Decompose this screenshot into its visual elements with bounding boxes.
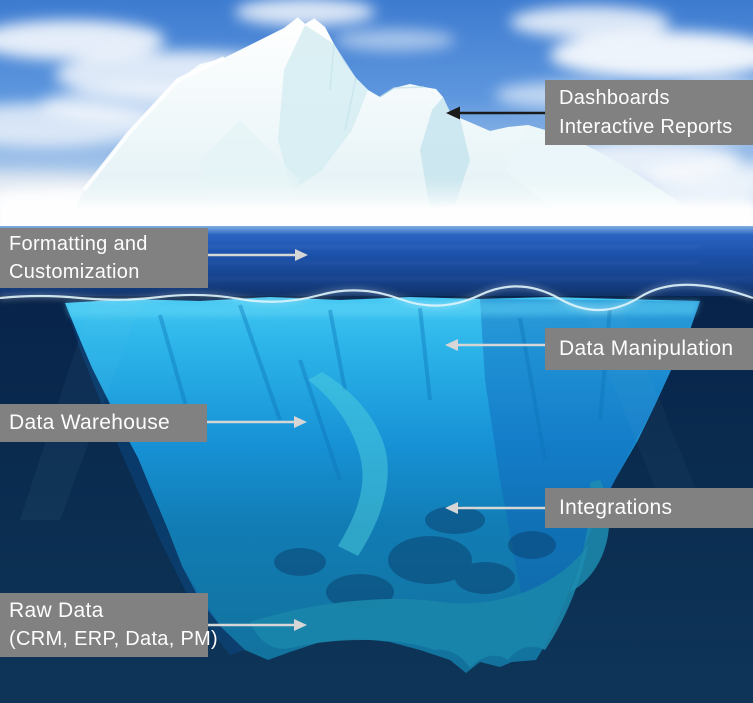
arrow-data-manipulation	[445, 339, 545, 351]
waterline-mist	[0, 180, 753, 232]
label-integrations: Integrations	[545, 488, 753, 528]
label-formatting-customization: Formatting and Customization	[0, 228, 208, 288]
label-line: Data Manipulation	[559, 337, 734, 360]
label-line: Integrations	[559, 496, 673, 519]
label-line: Interactive Reports	[559, 115, 733, 138]
iceberg-below-water	[20, 297, 700, 673]
label-data-manipulation: Data Manipulation	[545, 328, 753, 370]
label-line: Customization	[9, 261, 140, 283]
label-line: Formatting and	[9, 233, 148, 255]
arrow-integrations	[445, 502, 545, 514]
waterline-ripple	[0, 281, 753, 313]
arrow-raw-data	[207, 619, 307, 631]
label-dashboards: Dashboards Interactive Reports	[545, 80, 753, 145]
arrow-formatting	[208, 249, 308, 261]
arrow-data-warehouse	[207, 416, 307, 428]
label-line: Dashboards	[559, 86, 670, 109]
arrow-dashboards	[446, 106, 545, 120]
label-data-warehouse: Data Warehouse	[0, 404, 207, 442]
label-line: Data Warehouse	[9, 411, 171, 434]
label-line: Raw Data	[9, 599, 104, 622]
label-raw-data: Raw Data (CRM, ERP, Data, PM)	[0, 593, 218, 657]
label-line: (CRM, ERP, Data, PM)	[9, 628, 218, 650]
arrows	[207, 106, 545, 631]
